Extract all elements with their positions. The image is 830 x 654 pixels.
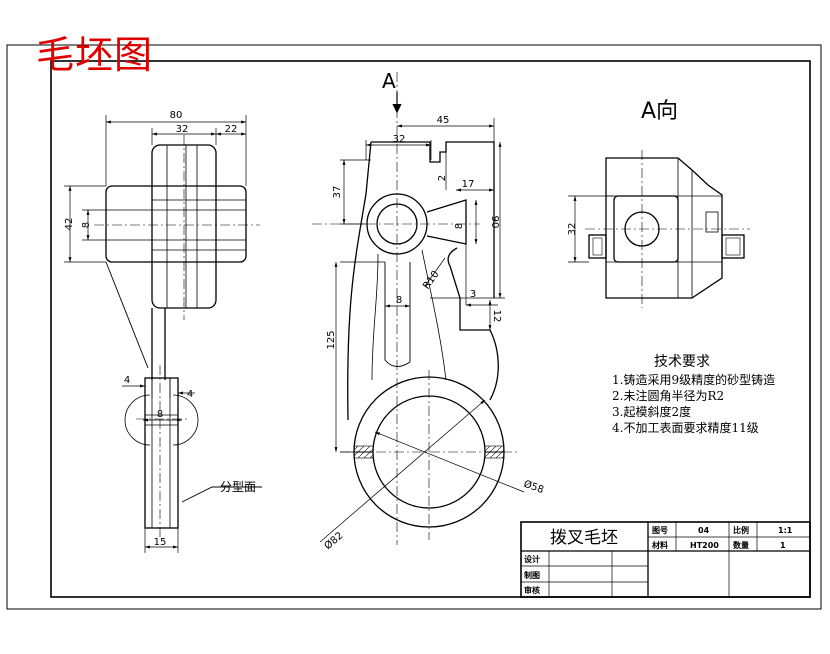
dim-125: 125 [326, 330, 337, 349]
dim-phi82: Ø82 [322, 530, 346, 552]
dim-8-rib: 8 [396, 295, 402, 306]
tech-requirement-item: 1.铸造采用9级精度的砂型铸造 [612, 373, 776, 387]
dim-90: 90 [489, 216, 500, 229]
dim-8-front: 8 [454, 223, 465, 229]
title-block [520, 521, 811, 598]
tech-requirement-item: 2.未注圆角半径为R2 [612, 389, 725, 403]
dim-32-front: 32 [393, 134, 406, 145]
dim-37: 37 [332, 186, 343, 199]
dim-42: 42 [64, 218, 75, 231]
dim-4-left: 4 [124, 375, 130, 386]
quantity-value: 1 [780, 541, 786, 550]
parting-label: 分型面 [220, 480, 256, 494]
designer-label: 设计 [524, 554, 540, 564]
tech-requirement-item: 3.起模斜度2度 [612, 405, 692, 419]
dim-4-right: 4 [187, 389, 193, 400]
front-view [347, 141, 505, 528]
tech-requirement-item: 4.不加工表面要求精度11级 [612, 421, 759, 435]
tech-requirements-title: 技术要求 [654, 354, 710, 370]
dim-15: 15 [154, 537, 167, 548]
dim-32-side: 32 [176, 124, 189, 135]
dim-8-fork: 8 [157, 409, 163, 420]
view-label-a: A [382, 69, 396, 93]
drafter-label: 制图 [524, 570, 540, 580]
quantity-label: 数量 [733, 540, 749, 550]
dim-17: 17 [462, 179, 475, 190]
dim-32-aview: 32 [567, 223, 578, 236]
dim-12: 12 [491, 310, 502, 323]
dim-45: 45 [437, 115, 450, 126]
dim-22: 22 [225, 124, 238, 135]
dim-3: 3 [470, 289, 476, 300]
part-name: 拨叉毛坯 [550, 528, 618, 548]
a-view [588, 157, 745, 299]
view-label-a-direction: A向 [641, 99, 678, 124]
scale-label: 比例 [733, 525, 749, 535]
dim-r10: R10 [421, 269, 441, 291]
sheet-title: 毛坯图 [36, 33, 154, 77]
material-value: HT200 [690, 541, 719, 550]
material-label: 材料 [652, 540, 668, 550]
dim-80: 80 [170, 110, 183, 121]
drawing-no-label: 图号 [652, 526, 668, 535]
dim-2: 2 [437, 175, 448, 181]
tech-requirements: 技术要求 1.铸造采用9级精度的砂型铸造 2.未注圆角半径为R2 3.起模斜度2… [612, 354, 775, 436]
dim-8-side: 8 [81, 222, 92, 228]
scale-value: 1:1 [778, 526, 793, 535]
outer-border [6, 44, 822, 610]
inner-border [50, 60, 811, 598]
dim-phi58: Ø58 [522, 478, 545, 496]
drawing-no: 04 [698, 526, 710, 535]
reviewer-label: 审核 [524, 585, 540, 595]
